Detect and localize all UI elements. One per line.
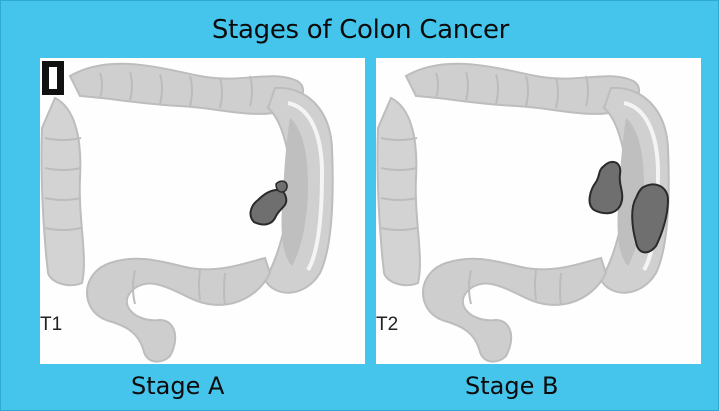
tumor-nodule [276, 181, 287, 192]
stage-b-colon-illustration: T2 [376, 58, 701, 364]
sigmoid-colon [423, 258, 606, 362]
stage-a-caption: Stage A [131, 372, 224, 400]
stage-a-colon-illustration: T1 [40, 58, 365, 364]
tumor-mass-inner [590, 162, 623, 213]
stage-b-panel: T2 [376, 58, 701, 364]
ascending-colon [41, 98, 83, 285]
stage-a-panel: T1 [40, 58, 365, 364]
sigmoid-colon [87, 258, 270, 362]
stage-b-caption: Stage B [465, 372, 558, 400]
stage-code-label: T2 [376, 314, 398, 335]
diagram-title: Stages of Colon Cancer [1, 15, 719, 45]
stage-code-label: T1 [40, 314, 62, 335]
ascending-colon [377, 98, 419, 285]
roman-numeral-i-mark [49, 67, 57, 89]
tumor-mass [251, 190, 287, 225]
